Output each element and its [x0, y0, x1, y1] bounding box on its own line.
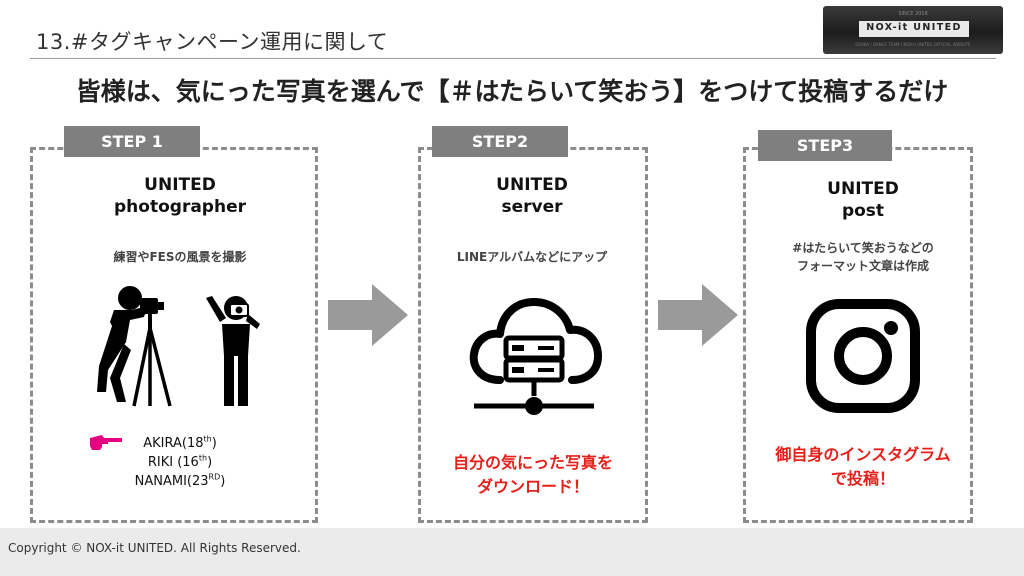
copyright-text: Copyright © NOX-it UNITED. All Rights Re… — [8, 541, 301, 555]
arrow-right-icon — [328, 284, 408, 346]
step3-role: UNITED post — [753, 178, 973, 222]
photographer-names: AKIRA(18th) RIKI (16th) NANAMI(23RD) — [100, 434, 260, 491]
step1-tab: STEP 1 — [64, 126, 200, 157]
step2-note: 自分の気にった写真を ダウンロード！ — [428, 451, 638, 499]
arrow-right-icon — [658, 284, 738, 346]
step3-note: 御自身のインスタグラム で投稿！ — [748, 443, 978, 491]
photographer-tripod-icon — [97, 286, 172, 407]
step2-note-line1: 自分の気にった写真を — [452, 453, 613, 472]
step1-role-line2: photographer — [114, 197, 246, 217]
step2-tab: STEP2 — [432, 126, 568, 157]
logo-tagline: OSAKA / DANCE TEAM / NOX-it UNITED OFFIC… — [855, 42, 971, 47]
name-line: RIKI (16th) — [147, 453, 213, 470]
step2-role-line2: server — [501, 197, 563, 217]
logo-name: NOX-it UNITED — [866, 22, 962, 33]
slide-title: 13.#タグキャンペーン運用に関して — [36, 30, 389, 54]
name-line: NANAMI(23RD) — [134, 472, 226, 489]
step3-desc-line2: フォーマット文章は作成 — [796, 259, 929, 273]
step3-role-line2: post — [841, 201, 885, 221]
step2-role: UNITED server — [432, 174, 632, 218]
cloud-server-icon — [469, 298, 602, 415]
step1-role-line1: UNITED — [144, 175, 216, 195]
step3-description: #はたらいて笑おうなどの フォーマット文章は作成 — [763, 239, 963, 275]
step3-role-line1: UNITED — [827, 179, 899, 199]
step3-desc-line1: #はたらいて笑おうなどの — [792, 241, 934, 255]
headline: 皆様は、気にった写真を選んで【＃はたらいて笑おう】をつけて投稿するだけ — [75, 77, 949, 106]
step1-description: 練習やFESの風景を撮影 — [113, 250, 247, 264]
footer-bar — [0, 528, 1024, 576]
name-line: AKIRA(18th) — [143, 434, 217, 451]
step2-note-line2: ダウンロード！ — [476, 477, 589, 496]
title-divider — [30, 58, 996, 59]
logo-since-text: SINCE 2018 — [898, 11, 928, 17]
brand-logo: SINCE 2018 NOX-it UNITED OSAKA / DANCE T… — [823, 6, 1003, 54]
step3-note-line1: 御自身のインスタグラム — [775, 445, 951, 464]
logo-plate: NOX-it UNITED — [859, 21, 969, 37]
step3-note-line2: で投稿！ — [830, 469, 895, 488]
step2-description: LINEアルバムなどにアップ — [456, 250, 608, 264]
step3-tab: STEP3 — [758, 130, 892, 161]
pointing-hand-icon — [90, 435, 122, 450]
instagram-icon — [806, 299, 920, 413]
person-camera-icon — [206, 296, 260, 406]
step1-role: UNITED photographer — [70, 174, 290, 218]
step2-role-line1: UNITED — [496, 175, 568, 195]
